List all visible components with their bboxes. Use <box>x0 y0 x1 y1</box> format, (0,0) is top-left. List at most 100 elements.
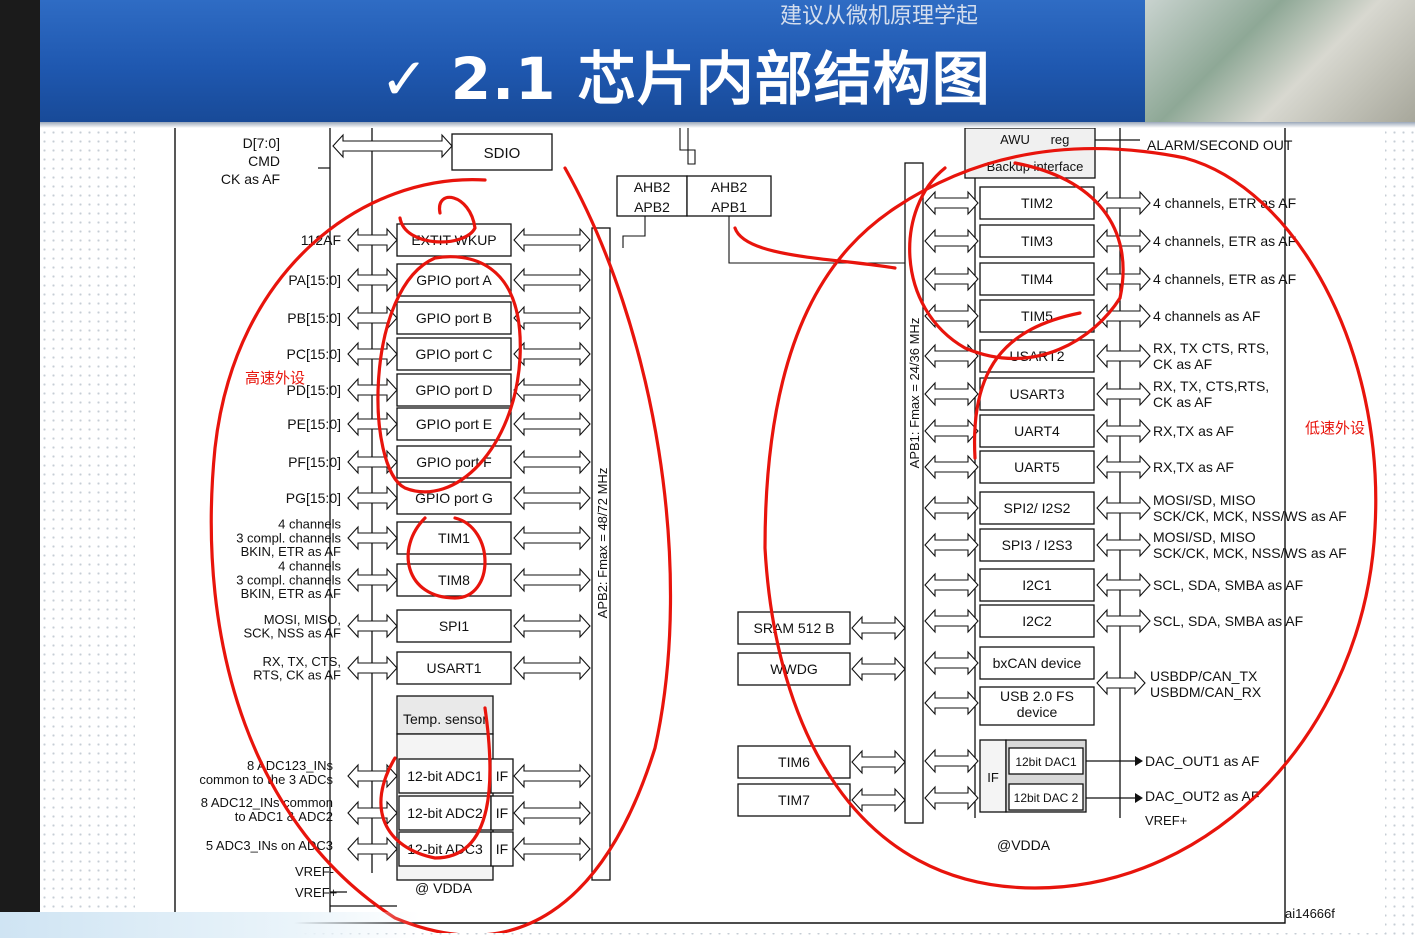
middle-block-label-2: TIM6 <box>778 754 810 770</box>
right-bus-arrow-3 <box>924 303 979 329</box>
apb1-link <box>728 216 911 264</box>
right-bus-arrow-11 <box>924 608 979 634</box>
header-shadow <box>40 122 1415 128</box>
left-pin-arrow-9 <box>347 567 398 593</box>
adc-if-label-2: IF <box>496 841 508 857</box>
right-block-label-10: I2C1 <box>1022 577 1052 593</box>
adc-bus-arrow-2 <box>513 836 591 862</box>
sdio-block <box>451 133 553 171</box>
bridge-feed-arrow <box>679 128 696 165</box>
left-pin-arrow-6 <box>347 449 398 475</box>
middle-arrow-0 <box>851 615 906 641</box>
left-block-label-3: GPIO port C <box>415 346 492 362</box>
left-block-label-7: GPIO port G <box>415 490 493 506</box>
left-bus-arrow-5 <box>513 411 591 437</box>
vref-plus-label: VREF+ <box>295 885 337 900</box>
right-block-label-1: TIM3 <box>1021 233 1053 249</box>
middle-block-1 <box>737 652 851 686</box>
left-block-label-2: GPIO port B <box>416 310 492 326</box>
left-pin-label-6: PF[15:0] <box>288 454 341 470</box>
right-pin-label-5: RX, TX, CTS,RTS,CK as AF <box>1153 378 1269 410</box>
right-pin-arrow-11 <box>1096 608 1151 634</box>
left-block-label-10: SPI1 <box>439 618 470 634</box>
dac-out1-head <box>1135 756 1143 766</box>
adc-pin-arrow-0 <box>347 763 398 789</box>
middle-arrow-3 <box>851 787 906 813</box>
apb2-link <box>622 216 646 248</box>
middle-arrow-2 <box>851 749 906 775</box>
right-pin-arrow-1 <box>1096 228 1151 254</box>
left-pin-arrow-5 <box>347 411 398 437</box>
left-block-4 <box>396 373 512 407</box>
apb1-bus-label: APB1: Fmax = 24/36 MHz <box>907 318 922 469</box>
left-pin-arrow-0 <box>347 227 398 253</box>
red-circle-exti <box>398 195 477 244</box>
adc-block-label-1: 12-bit ADC2 <box>407 805 483 821</box>
apb2-bus-label: APB2: Fmax = 48/72 MHz <box>595 468 610 619</box>
right-block-label-8: SPI2/ I2S2 <box>1004 500 1071 516</box>
dac-vref-label: VREF+ <box>1145 813 1187 828</box>
red-uart-pointer <box>972 311 1082 460</box>
bottom-taskbar-fade <box>0 912 420 938</box>
alarm-second-out-label: ALARM/SECOND OUT <box>1147 137 1293 153</box>
left-bus-arrow-2 <box>513 305 591 331</box>
left-bus-arrow-11 <box>513 655 591 681</box>
middle-block-label-3: TIM7 <box>778 792 810 808</box>
header-plant-photo <box>1145 0 1415 122</box>
red-loop-low-speed <box>763 147 1378 890</box>
left-pin-label-4: PD[15:0] <box>287 382 341 398</box>
right-pin-arrow-7 <box>1096 454 1151 480</box>
left-bus-arrow-3 <box>513 341 591 367</box>
right-block-7 <box>979 450 1095 484</box>
chip-outline <box>174 128 1286 924</box>
right-pin-label-11: SCL, SDA, SMBA as AF <box>1153 613 1303 629</box>
right-block-label-5: USART3 <box>1010 386 1065 402</box>
adc-pin-arrow-2 <box>347 836 398 862</box>
right-pin-arrow-5 <box>1096 381 1151 407</box>
right-block-9 <box>979 528 1095 562</box>
dac-bus-arrow-2 <box>924 785 979 811</box>
dac-out2-head <box>1135 793 1143 803</box>
left-pin-arrow-8 <box>347 525 398 551</box>
right-pin-label-6: RX,TX as AF <box>1153 423 1234 439</box>
right-bus-arrow-2 <box>924 266 979 292</box>
adc-block-0 <box>398 758 492 794</box>
right-bus-arrow-7 <box>924 454 979 480</box>
left-pin-label-10: MOSI, MISO,SCK, NSS as AF <box>243 612 341 641</box>
red-circle-gpio <box>376 255 522 494</box>
left-block-3 <box>396 337 512 371</box>
left-block-label-1: GPIO port A <box>416 272 492 288</box>
right-block-label-2: TIM4 <box>1021 271 1053 287</box>
middle-arrow-1 <box>851 656 906 682</box>
adc-if-2 <box>490 831 514 867</box>
dac1-label: 12bit DAC1 <box>1015 755 1077 769</box>
right-bus-arrow-6 <box>924 418 979 444</box>
dac-out1-label: DAC_OUT1 as AF <box>1145 753 1259 769</box>
adc-block-label-0: 12-bit ADC1 <box>407 768 483 784</box>
right-block-2 <box>979 262 1095 296</box>
middle-block-2 <box>737 745 851 779</box>
right-bus-arrow-10 <box>924 572 979 598</box>
backup-awu-label: AWU <box>1000 132 1030 147</box>
right-bus-arrow-12 <box>924 650 979 676</box>
left-pin-label-1: PA[15:0] <box>288 272 341 288</box>
right-pin-arrow-3 <box>1096 303 1151 329</box>
right-block-8 <box>979 491 1095 525</box>
left-bus-arrow-7 <box>513 485 591 511</box>
vref-minus-label: VREF- <box>295 864 334 879</box>
slide-title: ✓ 2.1 芯片内部结构图 <box>380 45 991 113</box>
right-pin-label-4: RX, TX CTS, RTS,CK as AF <box>1153 340 1269 372</box>
right-pin-arrow-6 <box>1096 418 1151 444</box>
adc-if-label-0: IF <box>496 768 508 784</box>
left-block-label-8: TIM1 <box>438 530 470 546</box>
right-bus-arrow-5 <box>924 381 979 407</box>
left-bus-arrow-4 <box>513 377 591 403</box>
left-pin-arrow-4 <box>347 377 398 403</box>
right-block-6 <box>979 414 1095 448</box>
right-pin-arrow-10 <box>1096 572 1151 598</box>
left-bus-arrow-1 <box>513 267 591 293</box>
right-block-label-0: TIM2 <box>1021 195 1053 211</box>
